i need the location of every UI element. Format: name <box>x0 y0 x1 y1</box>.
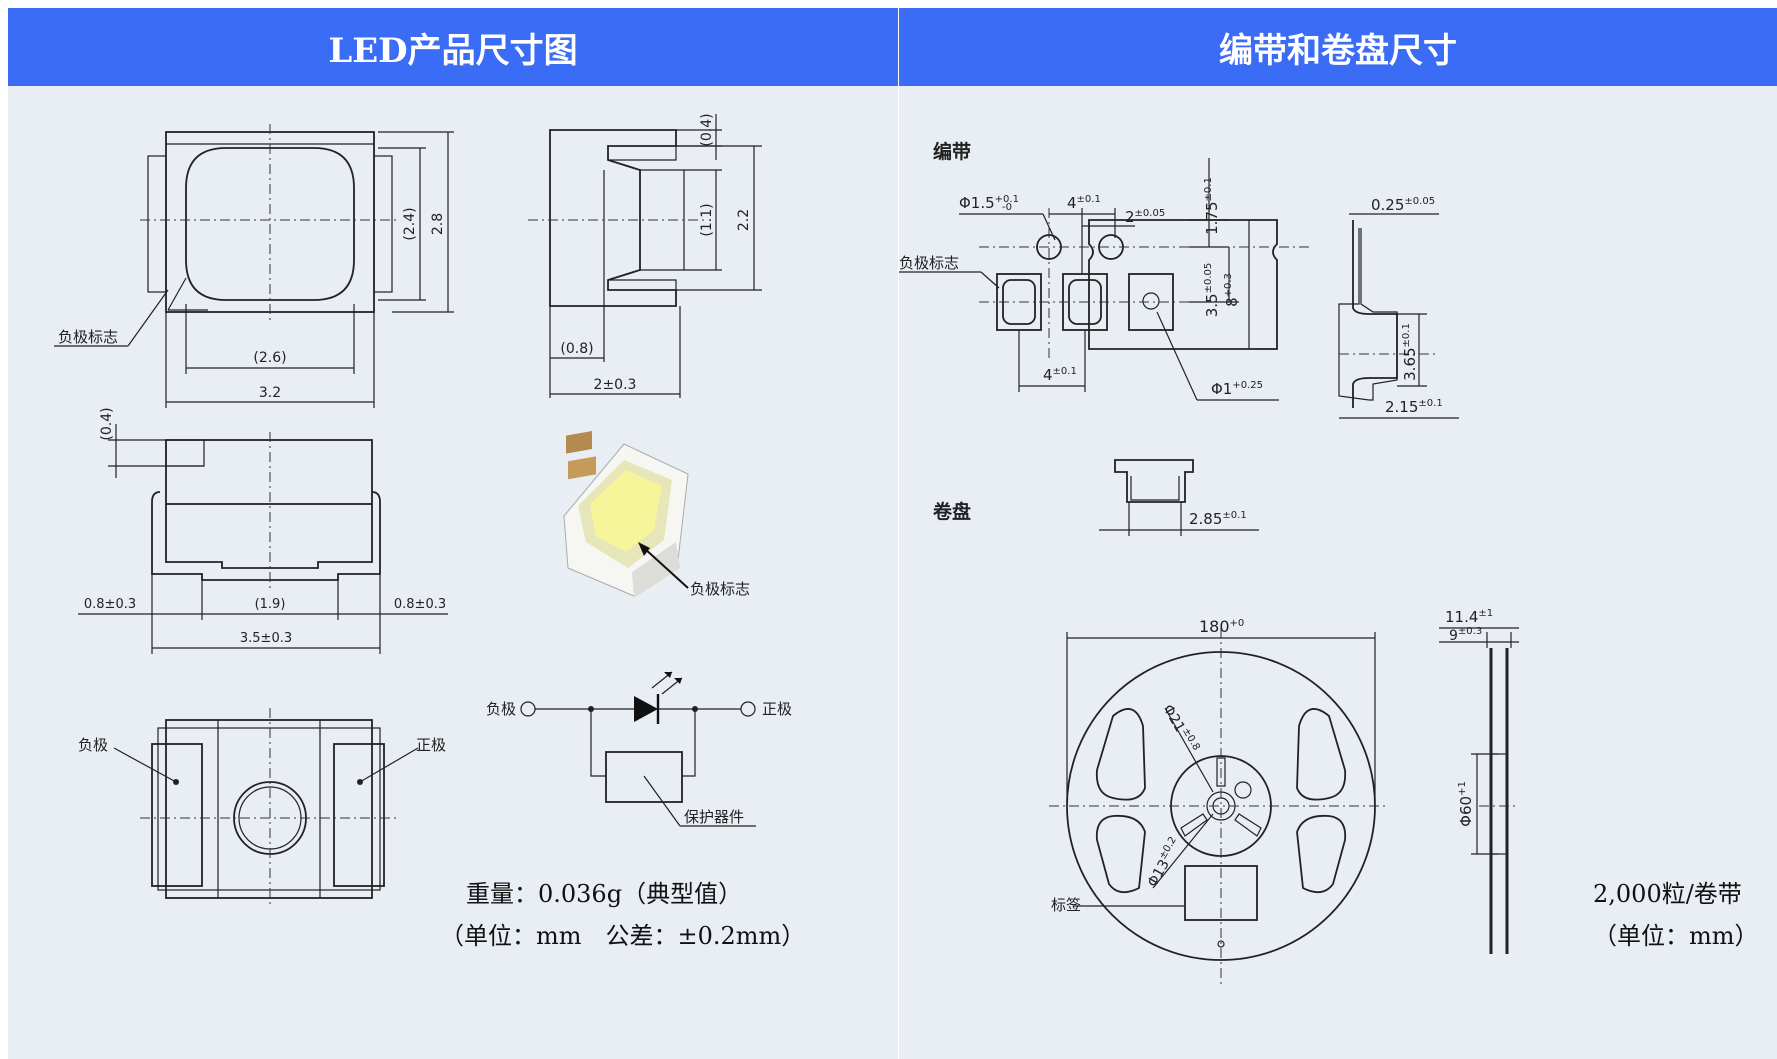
led-drawing: 3.2 (2.6) (2.4) 2.8 负极标志 (0.4) <box>54 113 792 908</box>
tape-section-label: 编带 <box>933 140 971 163</box>
reel-d13: Φ13±0.2 <box>1143 835 1185 890</box>
pos-pad-label: 正极 <box>416 736 446 754</box>
dim-front-right: 0.8±0.3 <box>394 597 446 612</box>
circuit-pos-label: 正极 <box>762 700 792 718</box>
tape-reel-panel: 编带和卷盘尺寸 编带 卷盘 4±0.1 2± <box>899 8 1777 1059</box>
weight-text: 重量：0.036g（典型值） <box>466 880 743 908</box>
front-view: (0.4) 0.8±0.3 (1.9) 0.8±0.3 3.5±0.3 <box>78 407 448 654</box>
tape-w8: 8+0.3 <box>1223 273 1241 307</box>
reel-section-label: 卷盘 <box>932 500 971 523</box>
dim-top-inner: (2.6) <box>253 350 286 366</box>
cathode-mark-label: 负极标志 <box>58 328 118 346</box>
tape-a285: 2.85±0.1 <box>1189 510 1247 528</box>
tape-e175: 1.75±0.1 <box>1203 177 1221 235</box>
dim-top-width: 3.2 <box>259 385 281 401</box>
reel-w9: 9±0.3 <box>1449 626 1482 644</box>
reel-front-view: 180+0 Φ21±0.8 Φ13±0.2 标签 <box>1049 617 1389 984</box>
dim-front-left: 0.8±0.3 <box>84 597 136 612</box>
protection-device-label: 保护器件 <box>684 808 744 826</box>
reel-d180: 180+0 <box>1199 617 1244 636</box>
tape-pitch4: 4±0.1 <box>1067 194 1101 212</box>
dim-front-04: (0.4) <box>99 407 115 440</box>
tape-hole-d: Φ1.5+0.1 <box>959 194 1019 212</box>
dim-side-04: (0.4) <box>699 113 715 146</box>
led-photo: 负极标志 <box>563 431 750 598</box>
right-unit-text: （单位：mm） <box>1593 922 1759 950</box>
dim-front-total: 3.5±0.3 <box>240 631 292 646</box>
dim-side-08: (0.8) <box>560 341 593 357</box>
tape-p4b: 4±0.1 <box>1043 366 1077 384</box>
led-dimension-title: LED产品尺寸图 <box>8 8 898 86</box>
tape-f35: 3.5±0.05 <box>1203 263 1221 318</box>
tape-cathode-mark-label: 负极标志 <box>899 254 959 272</box>
left-unit-text: （单位：mm 公差：±0.2mm） <box>440 922 806 950</box>
tape-side-view: 0.25±0.05 3.65±0.1 2.15±0.1 <box>1338 196 1459 419</box>
quantity-text: 2,000粒/卷带 <box>1593 880 1742 908</box>
neg-pad-label: 负极 <box>78 736 108 754</box>
reel-w114: 11.4±1 <box>1445 608 1493 626</box>
tape-reel-title: 编带和卷盘尺寸 <box>899 8 1777 86</box>
dim-top-h: 2.8 <box>430 213 446 235</box>
dim-front-mid: (1.9) <box>255 597 286 612</box>
tape-reel-drawing: 编带 卷盘 4±0.1 2±0.05 <box>899 140 1519 984</box>
dim-side-width: 2±0.3 <box>594 377 637 393</box>
cathode-mark-photo-label: 负极标志 <box>690 580 750 598</box>
circuit-diagram: 负极 正极 保护器件 <box>486 671 792 827</box>
circuit-neg-label: 负极 <box>486 700 516 718</box>
bottom-view: 负极 正极 <box>78 708 446 908</box>
tape-p2: 2±0.05 <box>1125 208 1165 226</box>
tape-k215: 2.15±0.1 <box>1385 398 1443 416</box>
reel-side-view: 11.4±1 9±0.3 Φ60+1 <box>1439 608 1519 954</box>
reel-label-tag: 标签 <box>1051 896 1081 914</box>
tape-pocket-section: 2.85±0.1 <box>1099 459 1259 536</box>
reel-d21: Φ21±0.8 <box>1160 701 1202 756</box>
tape-d1: Φ1+0.25 <box>1211 380 1263 398</box>
tape-t025: 0.25±0.05 <box>1371 196 1435 214</box>
top-view: 3.2 (2.6) (2.4) 2.8 负极标志 <box>54 124 454 408</box>
tape-top-view: 4±0.1 2±0.05 Φ1.5+0.1 -0 负极标志 1.75±0.1 3… <box>899 158 1309 401</box>
side-view: (0.4) (1.1) 2.2 (0.8) 2±0.3 <box>528 113 762 398</box>
tape-k365: 3.65±0.1 <box>1401 323 1419 381</box>
dim-side-11: (1.1) <box>699 203 715 236</box>
reel-d60: Φ60+1 <box>1457 781 1475 827</box>
led-dimension-panel: LED产品尺寸图 3.2 (2.6) <box>8 8 898 1059</box>
dim-side-22: 2.2 <box>736 209 752 231</box>
tape-hole-d-tol2: -0 <box>1002 202 1012 213</box>
dim-top-h-inner: (2.4) <box>402 207 418 240</box>
